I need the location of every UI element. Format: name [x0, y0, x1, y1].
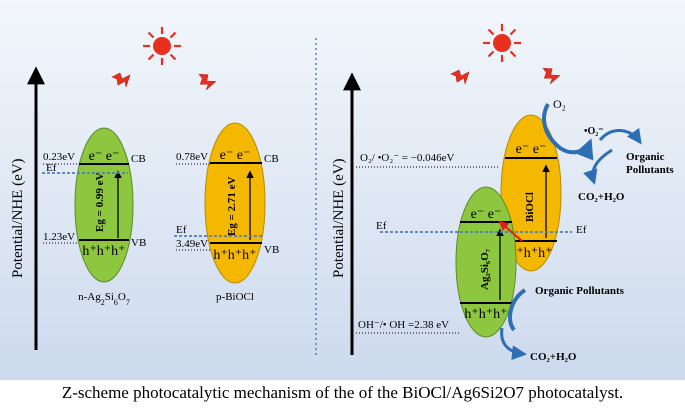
bi-vb-label: VB [264, 244, 279, 256]
ag-holes: h⁺h⁺h⁺ [82, 244, 125, 259]
bi-right-label: BiOCl [524, 192, 536, 222]
bi-right-holes: h⁺h⁺h⁺ [509, 246, 552, 261]
bi-cb-value: 0.78eV [176, 151, 208, 163]
organic-pollutants-top-2: Pollutants [626, 164, 674, 176]
oh-oxidation-arrow [508, 288, 527, 332]
organic-pollutants-bottom: Organic Pollutants [535, 285, 625, 297]
organic-pollutants-top-1: Organic [626, 151, 665, 163]
figure-caption: Z-scheme photocatalytic mechanism of the… [61, 383, 624, 402]
ag-name: n-Ag2Si6O7 [78, 291, 130, 307]
ag-right-label: Ag₂Si₆O₇ [479, 248, 491, 290]
bi-bandgap: Eg = 2.71 eV [226, 177, 238, 236]
right-panel: Potential/NHE (eV) O₂/ •O₂⁻ = −0.046eV e… [331, 22, 674, 363]
z-scheme-transfer-arrow [498, 220, 523, 242]
left-axis-label: Potential/NHE (eV) [10, 158, 26, 278]
o2-reduction-arrow [542, 103, 594, 161]
bi-cb-label: CB [264, 153, 279, 165]
ag-fermi-label: Ef [46, 162, 57, 174]
sun-icon [141, 25, 183, 67]
ag-right-electrons: e⁻ e⁻ [471, 207, 502, 222]
oh-potential-label: OH⁻/• OH =2.38 eV [358, 319, 449, 331]
bi-vb-value: 3.49eV [176, 238, 208, 250]
ef-right-label: Ef [576, 224, 587, 236]
o2-potential-label: O₂/ •O₂⁻ = −0.046eV [360, 152, 455, 164]
diagram-svg: Potential/NHE (eV) e⁻ e⁻ h⁺h⁺h⁺ Eg = 0.9… [0, 0, 685, 380]
products-bottom: CO₂+H₂O [530, 351, 577, 363]
ag-bandgap: Eg = 0.99 eV [94, 173, 106, 232]
bi-right-electrons: e⁻ e⁻ [516, 142, 547, 157]
ag-vb-value: 1.23eV [43, 231, 75, 243]
right-axis-label: Potential/NHE (eV) [331, 158, 347, 278]
bi-electrons: e⁻ e⁻ [220, 148, 251, 163]
top-degradation-arrow [583, 148, 613, 185]
o2-label: O₂ [553, 97, 566, 111]
ef-left-label: Ef [376, 220, 387, 232]
sun-icon [481, 22, 523, 64]
left-panel: Potential/NHE (eV) e⁻ e⁻ h⁺h⁺h⁺ Eg = 0.9… [10, 25, 279, 350]
bi-holes: h⁺h⁺h⁺ [213, 248, 256, 263]
ag-right-holes: h⁺h⁺h⁺ [464, 307, 507, 322]
products-top: CO₂+H₂O [578, 191, 625, 203]
superoxide-label: •O₂⁻ [584, 126, 604, 137]
ag-cb-value: 0.23eV [43, 151, 75, 163]
ag-cb-label: CB [131, 153, 146, 165]
ag-vb-label: VB [131, 237, 146, 249]
bi-fermi-label: Ef [176, 224, 187, 236]
ag-electrons: e⁻ e⁻ [89, 149, 120, 164]
superoxide-attack-arrow [598, 127, 642, 145]
bottom-degradation-arrow [500, 327, 527, 361]
bi-name: p-BiOCl [216, 291, 254, 303]
ag-semiconductor-ellipse [74, 127, 134, 283]
